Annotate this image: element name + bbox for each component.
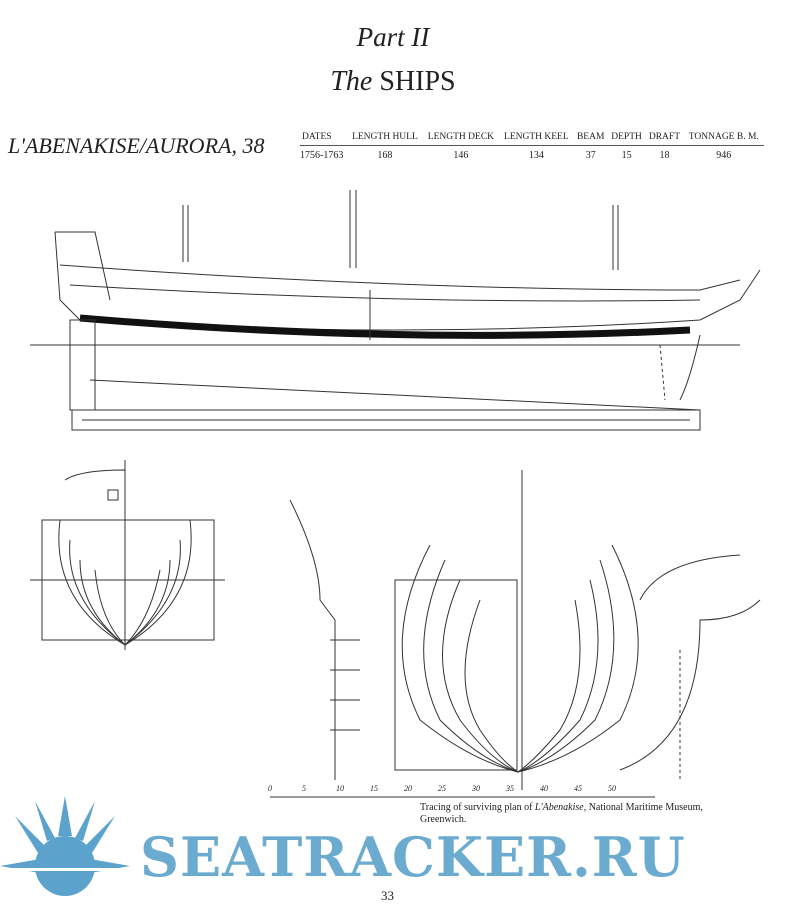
col-draft: DRAFT [645, 132, 684, 147]
page-number: 33 [381, 888, 394, 903]
title-prefix: The [330, 66, 373, 97]
col-length-hull: LENGTH HULL [347, 132, 423, 147]
col-tonnage: TONNAGE B. M. [683, 132, 764, 147]
watermark: SEATRACKER.RU [140, 825, 686, 889]
col-length-deck: LENGTH DECK [422, 132, 500, 147]
col-length-keel: LENGTH KEEL [499, 132, 574, 147]
col-beam: BEAM [573, 132, 608, 147]
body-plan-right [270, 470, 761, 798]
watermark-sun-icon [0, 796, 130, 896]
scale-label: 10 [336, 784, 344, 793]
figure-caption: Tracing of surviving plan of L'Abenakise… [420, 802, 720, 826]
part-heading: Part II [356, 22, 430, 52]
title-main: SHIPS [379, 66, 456, 97]
scale-label: 45 [574, 784, 582, 793]
ship-name: L'ABENAKISE/AURORA, 38 [8, 133, 265, 158]
cell-depth: 15 [621, 150, 632, 162]
scale-label: 40 [540, 784, 548, 793]
cell-length-deck: 146 [453, 150, 469, 162]
caption-ship-name: L'Abenakise, [534, 802, 587, 813]
specs-table: DATES LENGTH HULL LENGTH DECK LENGTH KEE… [300, 132, 764, 161]
section-title: The SHIPS [0, 66, 786, 98]
caption-source: National Maritime Museum, Greenwich. [420, 802, 703, 825]
cell-length-hull: 168 [377, 150, 393, 162]
cell-length-keel: 134 [528, 150, 544, 162]
cell-dates: 1756-1763 [300, 150, 344, 162]
caption-text: Tracing of surviving plan of [420, 802, 535, 813]
profile-drawing [30, 190, 761, 431]
specs-header: DATES LENGTH HULL LENGTH DECK LENGTH KEE… [300, 132, 764, 147]
scale-label: 50 [608, 784, 616, 793]
cell-tonnage: 946 [716, 150, 732, 162]
scale-label: 5 [302, 784, 306, 793]
scale-label: 0 [268, 784, 272, 793]
scale-label: 35 [506, 784, 514, 793]
specs-row: 1756-1763 168 146 134 37 15 18 946 [300, 146, 764, 162]
cell-draft: 18 [659, 150, 670, 162]
profile-scale [71, 409, 701, 431]
scale-label: 30 [472, 784, 480, 793]
col-dates: DATES [300, 132, 348, 147]
body-plan-left [30, 460, 225, 650]
col-depth: DEPTH [607, 132, 646, 147]
scale-label: 25 [438, 784, 446, 793]
scale-label: 20 [404, 784, 412, 793]
scale-label: 15 [370, 784, 378, 793]
cell-beam: 37 [585, 150, 596, 162]
